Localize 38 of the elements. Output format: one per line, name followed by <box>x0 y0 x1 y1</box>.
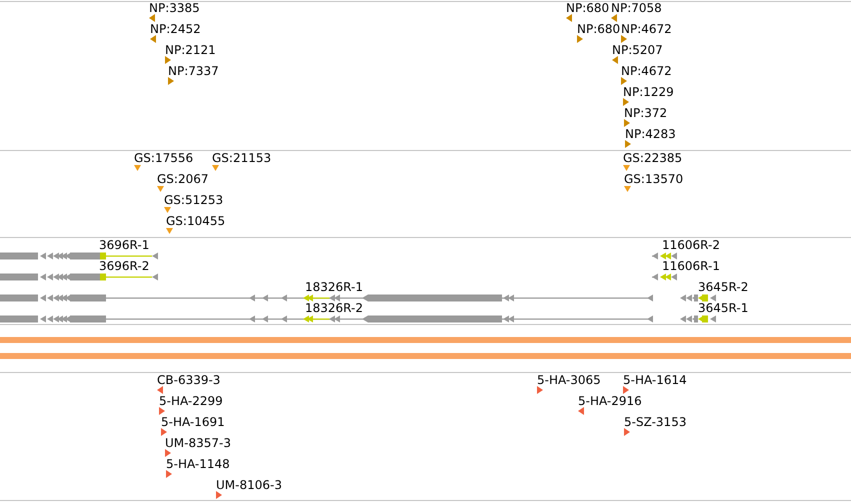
feature-label: UM-8357-3 <box>165 436 231 450</box>
feature-label: NP:7058 <box>611 1 662 15</box>
feature-label: GS:51253 <box>164 193 224 207</box>
feature-label: 5-HA-3065 <box>537 373 601 387</box>
feature-label: NP:5207 <box>612 43 663 57</box>
feature-label: 5-HA-1691 <box>161 415 225 429</box>
feature-label: GS:13570 <box>624 172 684 186</box>
feature-label: 3696R-1 <box>99 238 150 252</box>
feature-label: NP:4672 <box>621 22 672 36</box>
feature-label: NP:680 <box>577 22 620 36</box>
feature-label: GS:10455 <box>166 214 226 228</box>
feature-label: GS:22385 <box>623 151 682 165</box>
feature-label: CB-6339-3 <box>157 373 220 387</box>
feature-label: NP:4672 <box>621 64 672 78</box>
feature-label: NP:2121 <box>165 43 216 57</box>
feature-label: UM-8106-3 <box>216 478 282 492</box>
feature-label: 5-SZ-3153 <box>624 415 686 429</box>
feature-label: 18326R-2 <box>305 301 363 315</box>
feature-label: 11606R-2 <box>662 238 720 252</box>
feature-label: GS:2067 <box>157 172 208 186</box>
feature-label: NP:1229 <box>623 85 674 99</box>
feature-label: NP:3385 <box>149 1 200 15</box>
feature-label: 3645R-2 <box>698 280 748 294</box>
feature-label: 5-HA-2299 <box>159 394 223 408</box>
feature-label: NP:680 <box>566 1 610 15</box>
feature-label: 3645R-1 <box>698 301 748 315</box>
feature-label: NP:372 <box>624 106 668 120</box>
feature-label: 11606R-1 <box>662 259 720 273</box>
feature-label: GS:17556 <box>134 151 194 165</box>
feature-label: GS:21153 <box>212 151 272 165</box>
feature-label: 5-HA-1614 <box>623 373 687 387</box>
feature-label: 5-HA-1148 <box>166 457 230 471</box>
feature-label: NP:2452 <box>150 22 201 36</box>
feature-label: NP:4283 <box>625 127 676 141</box>
feature-label: 3696R-2 <box>99 259 150 273</box>
feature-label: 5-HA-2916 <box>578 394 642 408</box>
feature-label: NP:7337 <box>168 64 219 78</box>
feature-label: 18326R-1 <box>305 280 363 294</box>
